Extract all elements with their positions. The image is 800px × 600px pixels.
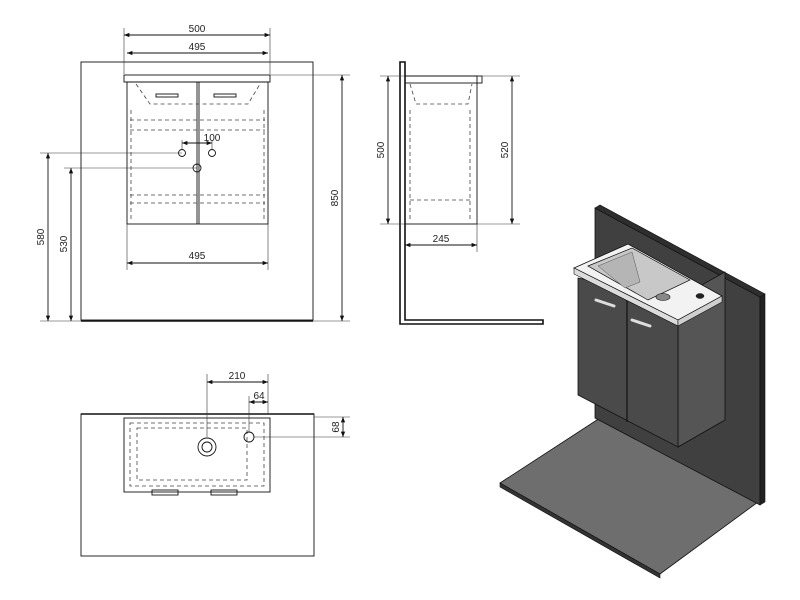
side-view: 500 520 245 (376, 61, 544, 325)
dim-label-500: 500 (189, 24, 206, 35)
iso-floor-edge (499, 482, 661, 579)
dim-label-100: 100 (204, 133, 221, 144)
front-hidden-basin (135, 83, 261, 105)
top-view: 210 64 68 (80, 371, 350, 557)
side-wall-section (399, 61, 544, 325)
top-basin-outline (123, 417, 271, 493)
iso-tap-hole (695, 293, 705, 299)
iso-handle-right (630, 318, 652, 328)
top-handle-right (210, 489, 238, 496)
iso-basin-side-edge (677, 295, 723, 327)
side-basin-top (404, 75, 483, 84)
iso-basin-bowl-slope (597, 251, 641, 289)
front-drain-hole-right (208, 149, 216, 157)
dim-label-850: 850 (330, 189, 341, 206)
top-drain-outer (197, 437, 217, 457)
side-cabinet-body (404, 75, 478, 225)
front-wall-panel (80, 61, 314, 321)
front-view: 500 495 495 100 580 530 850 (36, 24, 350, 322)
dim-label-top-64: 64 (253, 391, 265, 402)
iso-wall-edge (759, 293, 766, 506)
dim-label-top-210: 210 (229, 371, 246, 382)
dim-label-495-bottom: 495 (189, 251, 206, 262)
dim-label-side-500: 500 (376, 141, 387, 158)
iso-basin-drain (655, 293, 671, 301)
front-basin-top (123, 74, 271, 83)
iso-handle-left (594, 298, 616, 308)
dim-label-side-520: 520 (500, 141, 511, 158)
isometric-render (499, 204, 766, 579)
dim-label-580: 580 (36, 228, 47, 245)
dim-label-side-245: 245 (433, 234, 450, 245)
top-floor-outline (80, 413, 315, 557)
top-tap-hole (243, 431, 255, 443)
dim-label-495-top: 495 (189, 42, 206, 53)
side-hidden-basin (409, 83, 473, 105)
front-handle-right (213, 93, 237, 98)
top-drain-inner (201, 441, 213, 453)
dim-label-top-68: 68 (331, 421, 342, 433)
top-basin-inner (129, 422, 265, 487)
dim-label-530: 530 (59, 235, 70, 252)
front-handle-left (155, 93, 179, 98)
top-basin-bowl (136, 427, 248, 481)
top-handle-left (151, 489, 179, 496)
